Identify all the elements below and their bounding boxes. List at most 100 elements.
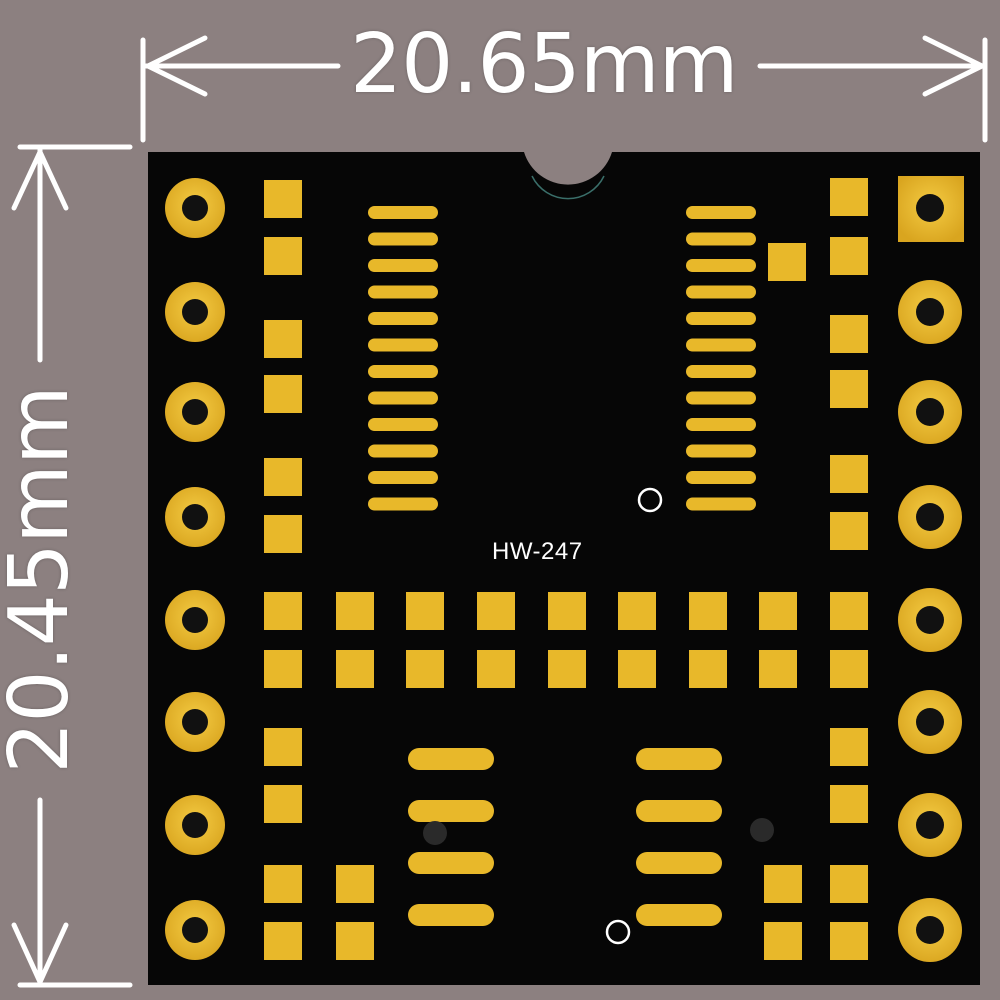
smd-square-pad (830, 237, 868, 275)
ic-lead-pad (686, 444, 756, 458)
ic-lead-pad (368, 259, 438, 272)
smd-square-pad (406, 650, 444, 688)
ic-lead-pad (686, 391, 756, 405)
smd-square-pad (264, 785, 302, 823)
ic-lead-pad (368, 391, 438, 405)
ic-lead-pad (686, 497, 756, 511)
smd-square-pad (264, 728, 302, 766)
smd-square-pad (336, 592, 374, 630)
smd-square-pad (830, 785, 868, 823)
ic-lead-pad (686, 312, 756, 325)
drill-hole (182, 812, 208, 838)
smd-square-pad (830, 922, 868, 960)
ic-lead-pad (686, 365, 756, 378)
ic-lead-pad (368, 444, 438, 458)
pcb-board (148, 152, 980, 985)
smd-square-pad (689, 650, 727, 688)
smd-square-pad (830, 592, 868, 630)
smd-square-pad (768, 243, 806, 281)
smd-square-pad (548, 592, 586, 630)
smd-square-pad (759, 592, 797, 630)
drill-hole (916, 298, 944, 326)
smd-square-pad (830, 865, 868, 903)
ic-lead-pad (368, 471, 438, 484)
smd-square-pad (830, 370, 868, 408)
width-dimension-arrow (140, 35, 988, 143)
smd-square-pad (764, 922, 802, 960)
smd-square-pad (830, 455, 868, 493)
smd-square-pad (830, 650, 868, 688)
ic-lead-pad (686, 285, 756, 299)
silkscreen-circle (605, 919, 631, 945)
smd-square-pad (264, 515, 302, 553)
smd-square-pad (264, 650, 302, 688)
via-hole (750, 818, 774, 842)
smd-square-pad (830, 512, 868, 550)
drill-hole (916, 708, 944, 736)
drill-hole (182, 299, 208, 325)
smd-square-pad (618, 592, 656, 630)
ic-lead-pad (686, 232, 756, 246)
smd-square-pad (264, 922, 302, 960)
width-dimension-label: 20.65mm (350, 17, 739, 112)
ic-lead-pad (368, 232, 438, 246)
drill-hole (182, 709, 208, 735)
drill-hole (916, 811, 944, 839)
ic-lead-pad (686, 471, 756, 484)
via-hole (423, 821, 447, 845)
ic-lead-pad (368, 206, 438, 219)
smd-square-pad (264, 865, 302, 903)
drill-hole (916, 606, 944, 634)
ic-lead-pad (368, 365, 438, 378)
height-dimension-label: 20.45mm (0, 386, 87, 774)
ic-lead-pad (368, 497, 438, 511)
ic-lead-pad (368, 418, 438, 431)
smd-square-pad (548, 650, 586, 688)
soic-lead-pad (636, 748, 722, 770)
drill-hole (916, 503, 944, 531)
smd-square-pad (264, 237, 302, 275)
smd-square-pad (830, 178, 868, 216)
smd-square-pad (830, 728, 868, 766)
soic-lead-pad (408, 852, 494, 874)
drill-hole (182, 399, 208, 425)
smd-square-pad (264, 375, 302, 413)
drill-hole (182, 917, 208, 943)
ic-lead-pad (686, 259, 756, 272)
smd-square-pad (759, 650, 797, 688)
ic-lead-pad (686, 338, 756, 352)
smd-square-pad (336, 922, 374, 960)
smd-square-pad (264, 180, 302, 218)
soic-lead-pad (408, 800, 494, 822)
smd-square-pad (264, 592, 302, 630)
height-dimension-arrow (11, 144, 133, 988)
smd-square-pad (689, 592, 727, 630)
drill-hole (182, 607, 208, 633)
drill-hole (916, 398, 944, 426)
smd-square-pad (830, 315, 868, 353)
ic-lead-pad (368, 312, 438, 325)
smd-square-pad (336, 865, 374, 903)
silkscreen-circle (637, 487, 663, 513)
smd-square-pad (477, 650, 515, 688)
soic-lead-pad (636, 800, 722, 822)
ic-lead-pad (686, 206, 756, 219)
drill-hole (916, 194, 944, 222)
soic-lead-pad (408, 748, 494, 770)
smd-square-pad (406, 592, 444, 630)
soic-lead-pad (408, 904, 494, 926)
smd-square-pad (264, 320, 302, 358)
smd-square-pad (336, 650, 374, 688)
smd-square-pad (264, 458, 302, 496)
soic-lead-pad (636, 852, 722, 874)
ic-lead-pad (368, 285, 438, 299)
board-label: HW-247 (492, 538, 583, 565)
notch-edge (531, 175, 605, 200)
ic-lead-pad (368, 338, 438, 352)
soic-lead-pad (636, 904, 722, 926)
smd-square-pad (618, 650, 656, 688)
drill-hole (182, 195, 208, 221)
smd-square-pad (764, 865, 802, 903)
drill-hole (182, 504, 208, 530)
